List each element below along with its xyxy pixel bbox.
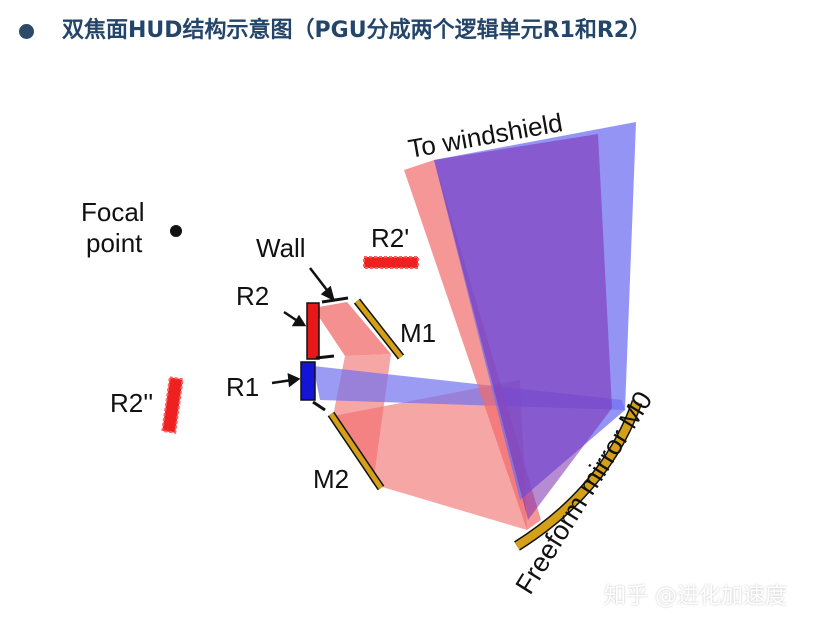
wall-label: Wall [256, 233, 306, 263]
r2-prime-label: R2' [371, 223, 409, 253]
pgu [300, 296, 349, 412]
r1-panel [300, 361, 316, 401]
r1-label: R1 [226, 372, 259, 402]
red-beam-r2-to-m1 [313, 302, 391, 356]
r2-panel [306, 302, 320, 360]
bullet-icon [19, 24, 34, 39]
watermark: 知乎 @进化加速度 [604, 584, 787, 609]
overlap-beam [434, 134, 612, 520]
focal-point-dot [170, 225, 182, 237]
focal-point-label: Focal point [81, 197, 152, 258]
r2-prime-image [363, 256, 419, 269]
wall [321, 296, 349, 304]
arrows [271, 267, 335, 388]
red-beam-m2-to-m0 [333, 380, 527, 530]
r2-double-prime-image [161, 376, 184, 434]
r2-label: R2 [236, 281, 269, 311]
mirrors [327, 298, 643, 551]
light-beams [313, 122, 636, 530]
header: 双焦面HUD结构示意图（PGU分成两个逻辑单元R1和R2） [0, 0, 822, 62]
r2-double-prime-label: R2'' [110, 388, 153, 418]
m2-label: M2 [313, 464, 349, 494]
page-title: 双焦面HUD结构示意图（PGU分成两个逻辑单元R1和R2） [62, 18, 652, 43]
m1-label: M1 [400, 318, 436, 348]
